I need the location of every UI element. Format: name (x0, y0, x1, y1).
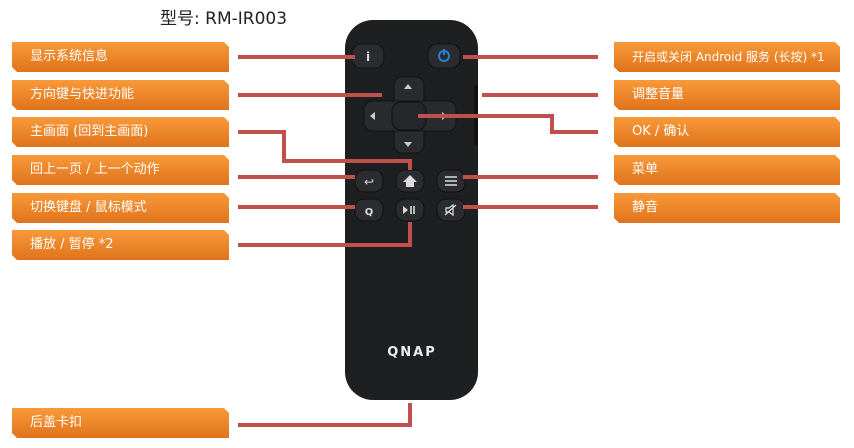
svg-text:↩: ↩ (364, 175, 374, 189)
label-menu: 菜单 (614, 155, 840, 185)
info-button: i (351, 43, 385, 69)
back-button: ↩ (354, 169, 384, 193)
label-home: 主画面 (回到主画面) (12, 117, 229, 147)
label-mute: 静音 (614, 193, 840, 223)
label-ok: OK / 确认 (614, 117, 840, 147)
pause-icon (410, 206, 415, 214)
leader-lines (238, 55, 598, 427)
menu-button (436, 169, 466, 193)
dpad (363, 76, 457, 154)
up-arrow-icon (404, 84, 412, 89)
label-back-cover-latch: 后盖卡扣 (12, 408, 229, 438)
play-pause-button (395, 198, 425, 222)
svg-text:i: i (366, 50, 370, 64)
label-volume: 调整音量 (614, 80, 840, 110)
left-arrow-icon (370, 112, 375, 120)
label-keyboard-mouse: 切换键盘 / 鼠标模式 (12, 193, 229, 223)
mute-icon (444, 203, 457, 217)
power-button (427, 43, 461, 69)
label-system-info: 显示系统信息 (12, 42, 229, 72)
home-icon (403, 175, 417, 187)
play-icon (403, 206, 408, 214)
svg-text:Q: Q (365, 207, 374, 218)
home-button (395, 169, 425, 193)
label-direction-keys: 方向键与快进功能 (12, 80, 229, 110)
down-arrow-icon (404, 142, 412, 147)
mute-button (436, 198, 466, 222)
menu-icon (445, 176, 457, 186)
label-play-pause: 播放 / 暂停 *2 (12, 230, 229, 260)
qnap-logo: QNAP (387, 345, 437, 360)
keyboard-mouse-button: Q (354, 198, 384, 222)
label-back: 回上一页 / 上一个动作 (12, 155, 229, 185)
model-title: 型号: RM-IR003 (160, 9, 288, 29)
label-power-android: 开启或关闭 Android 服务 (长按) *1 (614, 42, 840, 72)
